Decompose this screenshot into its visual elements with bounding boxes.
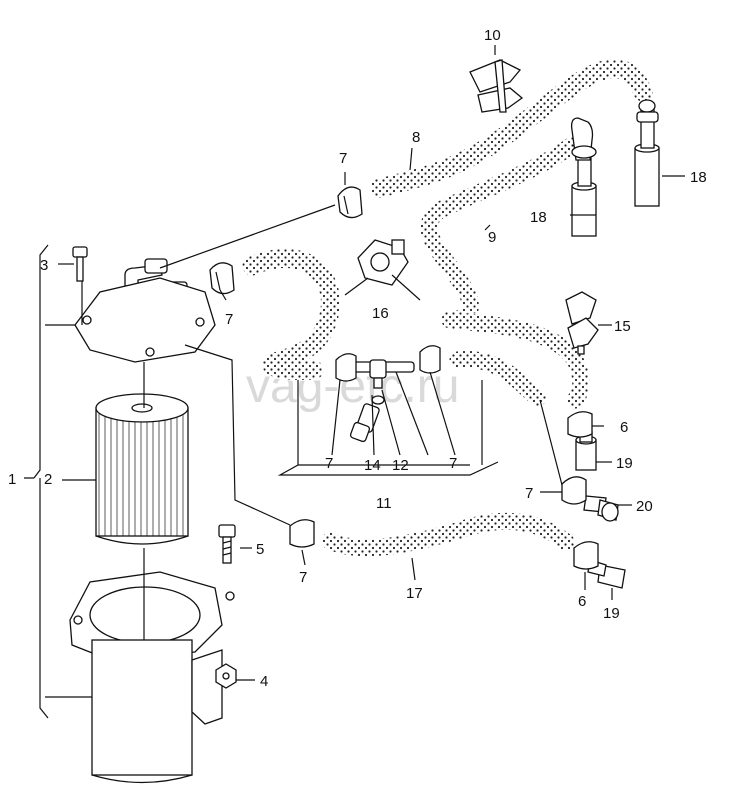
hose-17 [315,511,580,557]
fuel-line-18-right [634,99,660,207]
callout-7-e: 7 [525,485,533,502]
hose-clamp-7-e [561,476,587,505]
filter-housing-lid [74,277,216,363]
hose-clamp-7-c [335,353,357,382]
filter-insert-2 [95,393,189,545]
fuel-line-18-left [570,117,597,237]
callout-7-f: 7 [299,569,307,586]
callout-4: 4 [260,673,268,690]
callout-16: 16 [372,305,389,322]
hose-clamp-6-b [573,541,599,570]
callout-18-a: 18 [690,169,707,186]
hose-clamp-7-f [289,519,315,548]
callout-18-b: 18 [530,209,547,226]
nut-4 [215,663,237,689]
callout-6-a: 6 [620,419,628,436]
hose-9 [419,130,588,330]
filter-housing-bottom [69,571,235,784]
hose-clamp-7-d [419,345,441,374]
callout-14: 14 [364,457,381,474]
callout-9: 9 [488,229,496,246]
connector-16 [357,239,409,286]
hose-clamp-6-a [567,411,593,438]
hose-clamp-7-a [337,186,363,219]
callout-7-a: 7 [339,150,347,167]
callout-7-d: 7 [449,455,457,472]
callout-19-a: 19 [616,455,633,472]
fuel-line-20 [583,495,619,522]
callout-6-b: 6 [578,593,586,610]
callout-2: 2 [44,471,52,488]
callout-1: 1 [8,471,16,488]
callout-3: 3 [40,257,48,274]
callout-20: 20 [636,498,653,515]
bracket-15 [565,291,599,355]
t-piece-12 [343,359,415,389]
callout-7-b: 7 [225,311,233,328]
leader-lines [24,45,685,719]
callout-15: 15 [614,318,631,335]
bolt-5 [218,524,236,564]
callout-10: 10 [484,27,501,44]
callout-7-c: 7 [325,455,333,472]
callout-11: 11 [376,495,392,512]
hose-filter-outlet [234,248,341,381]
bracket-10 [469,59,524,113]
hose-clamp-7-b [209,262,235,295]
fuel-line-19-a [575,431,597,471]
hose-8 [361,59,656,201]
callout-8: 8 [412,129,420,146]
callout-12: 12 [392,457,409,474]
callout-19-b: 19 [603,605,620,622]
callout-5: 5 [256,541,264,558]
callout-17: 17 [406,585,423,602]
hose-to-clamp-6 [435,310,591,412]
hose-return [445,349,550,410]
screw-3 [72,246,88,282]
